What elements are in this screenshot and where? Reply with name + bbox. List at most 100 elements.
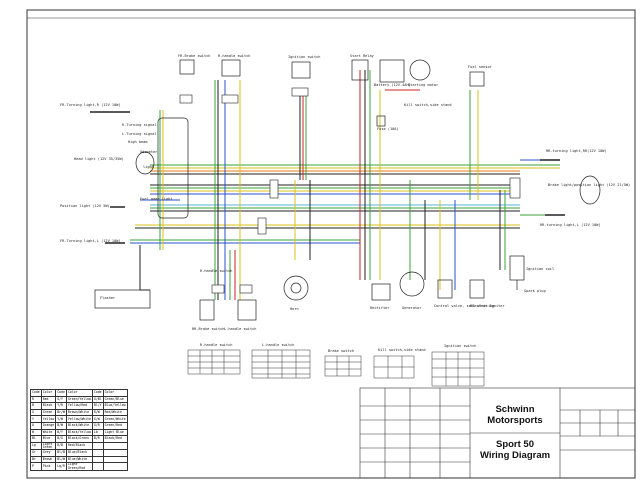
label-fuse: Fuse (10A) — [377, 127, 399, 131]
legend-cell: Yellow/Red — [65, 402, 93, 410]
legend-cell: Bl/B — [55, 449, 67, 457]
legend-cell: Brown/White — [65, 408, 93, 417]
legend-cell: Pink — [40, 462, 57, 471]
legend-cell: Green/Yellow — [65, 395, 93, 404]
legend-cell: R/W — [91, 408, 104, 417]
drawing-title: Sport 50 Wiring Diagram — [470, 439, 560, 461]
legend-cell: Black — [40, 402, 57, 410]
label-generator: Generator — [402, 306, 422, 310]
legend-cell: Bl/Y — [91, 402, 104, 410]
label-r-turning-signal: R.Turning signal — [122, 123, 157, 127]
label-rr-turning-light-r: RR.turning light,RR(12V 10W) — [546, 149, 607, 153]
label-l-handle-switch: L.handle switch — [224, 327, 257, 331]
label-ignition-switch-top: Ignition switch — [288, 55, 321, 59]
legend-cell: B/R — [91, 435, 104, 443]
label-flasher: Flasher — [100, 296, 116, 300]
legend-cell: B — [30, 402, 42, 410]
label-head-light: Head light (12V 35/35W) — [74, 157, 124, 161]
label-high-beam: High beam — [128, 140, 148, 144]
legend-cell: Lg/R — [55, 462, 67, 471]
legend-cell — [102, 441, 128, 451]
label-brake-light: Brake light/position light (12V 21/5W) — [548, 183, 631, 187]
legend-cell: Br/W — [55, 408, 67, 417]
legend-cell: Gr — [30, 449, 42, 457]
label-kill-switch: Kill switch,side stand — [404, 103, 452, 107]
switch-table-title-l-handle: L.handle switch — [262, 343, 295, 347]
legend-cell: Green/Blue — [102, 395, 128, 404]
legend-cell: Grey — [40, 449, 57, 457]
legend-cell — [91, 441, 104, 451]
legend-cell: Y — [30, 415, 42, 423]
title-block — [359, 387, 636, 479]
switch-table-title-r-handle: R.handle switch — [200, 343, 233, 347]
legend-header: Color — [40, 389, 57, 397]
legend-cell: B/G — [55, 435, 67, 443]
legend-cell: Light Green/Red — [65, 462, 93, 471]
label-position-light: Position light (12V 5W) — [60, 204, 110, 208]
legend-cell: O — [30, 421, 42, 430]
legend-cell: Bl — [30, 435, 42, 443]
legend-cell: B/Y — [55, 428, 67, 437]
legend-cell: G/R — [91, 421, 104, 430]
legend-cell: G/Y — [55, 395, 67, 404]
label-odometer: Odometer — [140, 150, 158, 154]
label-r-handle-switch-top: R.handle switch — [218, 54, 251, 58]
legend-cell — [102, 455, 128, 464]
legend-cell: Black/Red — [102, 435, 128, 443]
legend-cell: Lb — [91, 428, 104, 437]
legend-header-row: Code Color Code Color Code Color — [30, 389, 128, 397]
legend-cell: White — [40, 428, 57, 437]
label-l-turning-signal: L.Turning signal — [122, 132, 157, 136]
legend-cell: B/W — [55, 421, 67, 430]
legend-cell: Br — [30, 455, 42, 464]
label-fuel-gage-light: Fuel gage light — [140, 197, 173, 201]
legend-cell: Green/White — [102, 415, 128, 423]
legend-header: Color — [102, 389, 128, 397]
label-ignition-coil: Ignition coil — [526, 267, 555, 271]
component-symbols — [90, 59, 601, 321]
drawing-frame — [26, 9, 636, 479]
label-rr-brake-switch: RR.Brake switch — [192, 327, 225, 331]
label-rr-turning-light-l: RR.turning light,L (12V 10W) — [540, 223, 601, 227]
legend-cell: Red/White — [102, 408, 128, 417]
legend-cell — [91, 449, 104, 457]
label-fuel-sensor: Fuel sensor — [468, 65, 492, 69]
legend-cell — [102, 449, 128, 457]
wire-harness — [130, 70, 560, 300]
switch-table-title-brake: Brake switch — [328, 349, 354, 353]
drawing-line-1: Sport 50 — [495, 439, 534, 450]
legend-cell: Green/Red — [102, 421, 128, 430]
company-name: Schwinn Motorsports — [470, 404, 560, 426]
legend-cell: R — [30, 395, 42, 404]
legend-cell: Brown — [40, 455, 57, 464]
label-starting-motor: Starting motor — [408, 83, 439, 87]
legend-cell — [91, 462, 104, 471]
label-fr-turning-light-l: FR.Turning light,L (12V 10W) — [60, 239, 121, 243]
legend-cell: R/B — [55, 441, 67, 451]
legend-cell: Yellow — [40, 415, 57, 423]
legend-cell: Blue/Black — [65, 449, 93, 457]
label-battery: Battery (12V.4AH) — [374, 83, 411, 87]
label-r-handle-switch-bottom: R.handle switch — [200, 269, 233, 273]
switch-table-title-kill: Kill switch,side stand — [378, 348, 426, 352]
connectors — [179, 87, 521, 294]
legend-cell: Orange — [40, 421, 57, 430]
legend-cell — [91, 455, 104, 464]
legend-header: Color — [65, 389, 93, 397]
label-start-relay: Start Relay — [350, 54, 374, 58]
legend-cell: Lg — [30, 441, 42, 451]
company-line-1: Schwinn — [495, 404, 535, 415]
legend-header: Code — [30, 389, 42, 397]
legend-cell: Y/W — [55, 415, 67, 423]
label-light: light — [143, 165, 154, 169]
drawing-line-2: Wiring Diagram — [479, 450, 551, 461]
legend-cell: Y/R — [55, 402, 67, 410]
label-fr-brake-switch: FR.Brake switch — [178, 54, 211, 58]
